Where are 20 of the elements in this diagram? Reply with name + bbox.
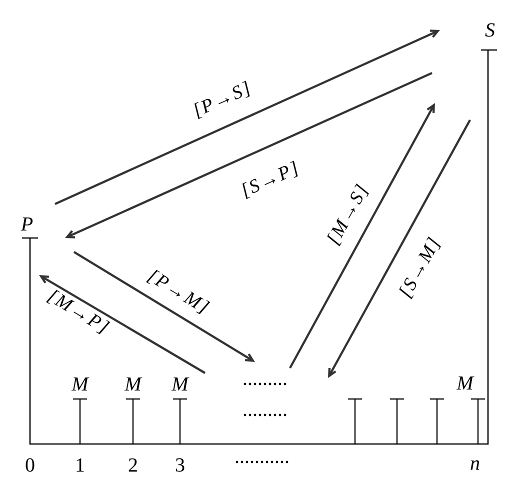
arrow (73, 251, 255, 362)
dot-leader: ......... (244, 382, 286, 386)
arrow (39, 275, 206, 374)
arrow (54, 30, 440, 205)
tick-label: 2 (128, 458, 137, 472)
tick-label: 1 (76, 458, 84, 472)
tick-label: 0 (26, 458, 34, 472)
bar-label: M (71, 377, 90, 391)
arrow (328, 119, 471, 378)
axis-label: S (485, 23, 495, 37)
dot-leader: ......... (244, 414, 286, 416)
bar-label: M (456, 376, 474, 390)
bar-label: M (124, 377, 142, 391)
tick-label: 3 (176, 458, 184, 472)
arrow (289, 103, 435, 369)
bar-label: M (171, 377, 190, 391)
axis-label: n (470, 460, 480, 470)
arrow (65, 72, 432, 238)
axis-label: P (20, 217, 33, 231)
dot-leader: ........... (236, 460, 288, 464)
